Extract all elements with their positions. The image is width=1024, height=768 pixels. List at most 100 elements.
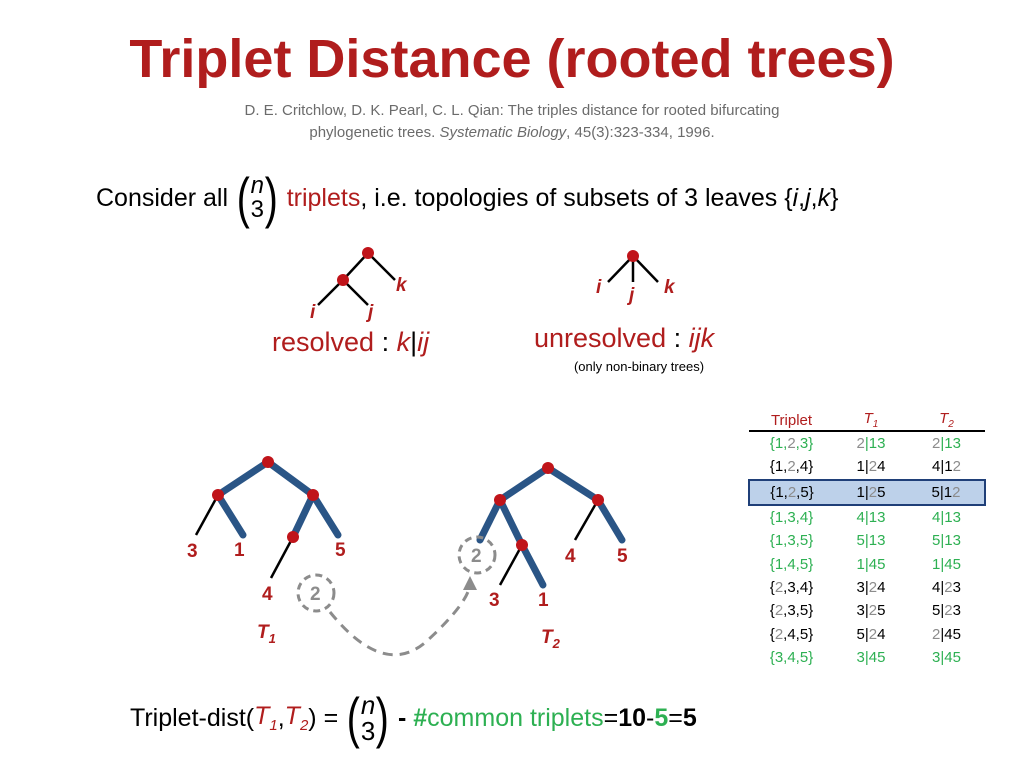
edge bbox=[498, 544, 524, 586]
t2-inserted-leaf-circle bbox=[457, 535, 497, 575]
char: 4 bbox=[856, 509, 865, 527]
char: 3 bbox=[787, 509, 796, 527]
edge bbox=[594, 496, 626, 544]
char: 1 bbox=[774, 509, 784, 527]
char: 4 bbox=[787, 625, 796, 643]
char: 3 bbox=[877, 509, 886, 527]
resolved-word: resolved bbox=[272, 327, 375, 357]
char: , bbox=[783, 435, 788, 453]
char: 1 bbox=[868, 532, 878, 550]
char: , bbox=[783, 483, 788, 501]
char: 5 bbox=[799, 602, 809, 620]
formula-ten: 10 bbox=[618, 703, 647, 732]
char: , bbox=[783, 509, 788, 527]
char: , bbox=[795, 435, 800, 453]
char: 4 bbox=[877, 625, 886, 643]
char: 4 bbox=[877, 578, 886, 596]
right-paren: ) bbox=[376, 686, 390, 749]
char: 4 bbox=[787, 555, 796, 573]
edge bbox=[496, 496, 526, 549]
char: 5 bbox=[799, 625, 809, 643]
char: | bbox=[864, 483, 869, 501]
char: 2 bbox=[787, 435, 796, 453]
char: 1 bbox=[868, 435, 878, 453]
header-t2-letter: T bbox=[939, 410, 949, 427]
char: 1 bbox=[856, 555, 865, 573]
char: | bbox=[939, 483, 944, 501]
char: } bbox=[808, 648, 814, 666]
resolved-k: k bbox=[396, 327, 411, 357]
binomial-n-choose-3: ( n 3 ) bbox=[234, 170, 281, 226]
formula-minus2: - bbox=[646, 703, 655, 732]
resolved-label: resolved : k|ij bbox=[272, 327, 429, 358]
unresolved-ijk: ijk bbox=[688, 323, 715, 353]
char: | bbox=[864, 435, 869, 453]
citation: D. E. Critchlow, D. K. Pearl, C. L. Qian… bbox=[140, 100, 884, 144]
var-j: j bbox=[805, 183, 811, 212]
char: | bbox=[864, 578, 869, 596]
char: 2 bbox=[774, 602, 784, 620]
cell-t1: 3|25 bbox=[834, 599, 908, 622]
node bbox=[542, 462, 554, 474]
t2-name-letter: T bbox=[541, 627, 554, 648]
edge bbox=[607, 255, 634, 283]
char: } bbox=[808, 458, 814, 476]
char: 5 bbox=[877, 483, 886, 501]
formula-eq1: = bbox=[603, 703, 619, 732]
t1-name-letter: T bbox=[257, 622, 270, 643]
char: , bbox=[796, 483, 801, 501]
t1-name: T1 bbox=[257, 622, 276, 646]
char: { bbox=[769, 625, 775, 643]
edge bbox=[264, 458, 317, 499]
header-t1: T1 bbox=[834, 410, 908, 432]
char: 5 bbox=[877, 555, 886, 573]
char: 5 bbox=[799, 555, 809, 573]
char: } bbox=[808, 625, 814, 643]
char: 3 bbox=[952, 602, 961, 620]
char: 1 bbox=[943, 483, 953, 501]
left-paren: ( bbox=[236, 166, 250, 229]
char: 3 bbox=[952, 509, 961, 527]
comma-2: , bbox=[810, 183, 818, 212]
char: { bbox=[769, 555, 775, 573]
header-t1-letter: T bbox=[863, 410, 873, 427]
char: 5 bbox=[877, 648, 886, 666]
char: 3 bbox=[856, 602, 865, 620]
comma-1: , bbox=[798, 183, 806, 212]
formula-common: common triplets bbox=[427, 703, 604, 732]
cell-t2: 4|23 bbox=[908, 576, 985, 599]
char: , bbox=[795, 602, 800, 620]
cell-t1: 5|24 bbox=[834, 622, 908, 645]
cell-t2: 5|12 bbox=[908, 478, 986, 506]
t2-leaf-5: 5 bbox=[617, 546, 628, 567]
char: 2 bbox=[856, 435, 865, 453]
char: 3 bbox=[952, 532, 961, 550]
formula-close: ) = bbox=[308, 703, 339, 732]
char: 5 bbox=[856, 625, 865, 643]
triplets-word: triplets bbox=[286, 183, 361, 212]
char: 2 bbox=[944, 578, 953, 596]
left-paren: ( bbox=[346, 686, 361, 749]
cell-t2: 5|23 bbox=[908, 599, 985, 622]
char: { bbox=[769, 532, 775, 550]
char: { bbox=[769, 458, 775, 476]
char: | bbox=[940, 555, 945, 573]
char: 1 bbox=[932, 555, 941, 573]
char: { bbox=[769, 509, 775, 527]
char: 3 bbox=[799, 435, 809, 453]
cell-triplet: {3,4,5} bbox=[749, 646, 834, 669]
unresolved-note: (only non-binary trees) bbox=[573, 359, 705, 374]
char: 5 bbox=[952, 625, 961, 643]
edge bbox=[214, 491, 247, 539]
char: 2 bbox=[774, 625, 784, 643]
node bbox=[516, 539, 528, 551]
binom-bottom: 3 bbox=[360, 716, 376, 746]
char: 5 bbox=[932, 602, 941, 620]
char: 4 bbox=[868, 648, 878, 666]
char: | bbox=[940, 458, 945, 476]
cell-triplet: {2,4,5} bbox=[749, 622, 834, 645]
char: 2 bbox=[868, 602, 878, 620]
